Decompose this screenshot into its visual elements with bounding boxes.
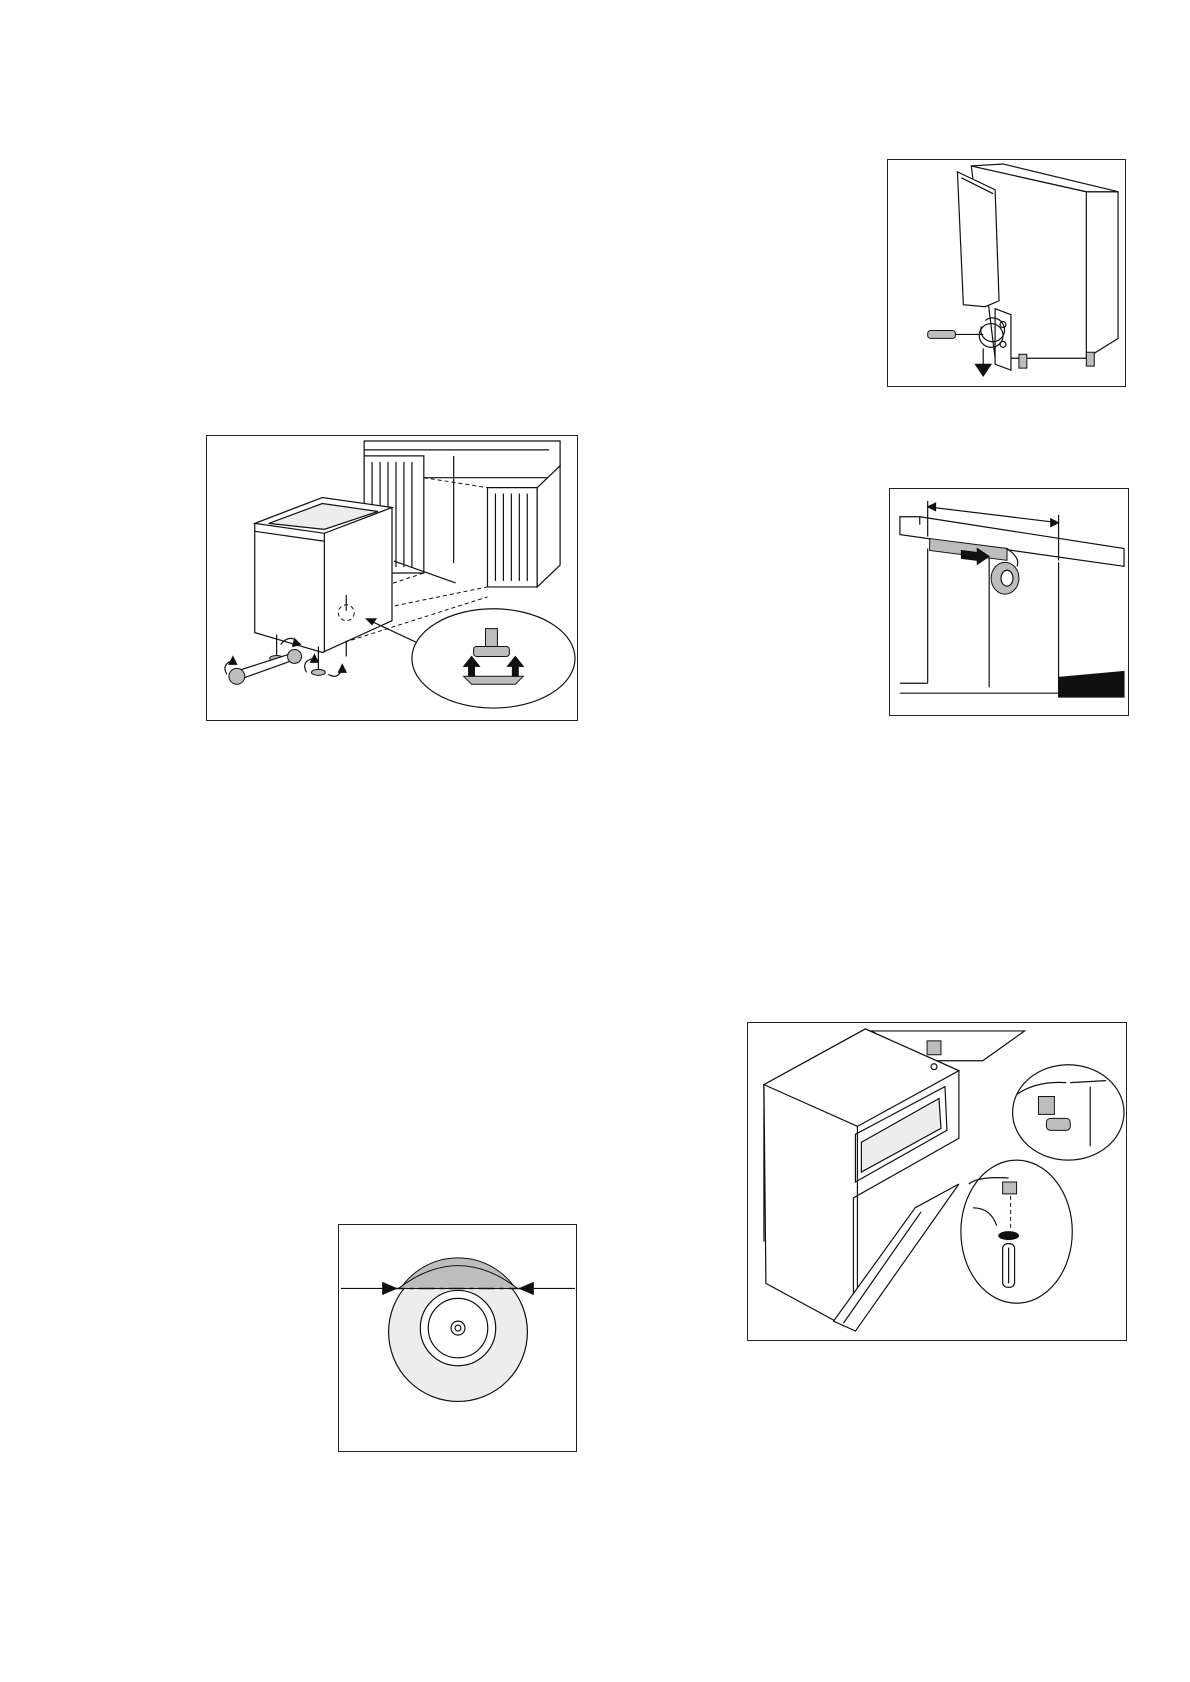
- figure-door-hinge-fixing: [747, 1022, 1127, 1341]
- figure-plinth-screw: [887, 159, 1126, 387]
- figure-hole-alignment: [338, 1224, 577, 1452]
- figure-leveling-feet: [206, 435, 578, 721]
- hole-alignment-circle-illustration-icon: [339, 1225, 576, 1451]
- dishwasher-plinth-screw-illustration-icon: [888, 160, 1125, 386]
- figure-condensation-strip: [889, 488, 1129, 716]
- condensation-strip-tape-illustration-icon: [890, 489, 1128, 715]
- door-hinge-fixing-illustration-icon: [748, 1023, 1126, 1340]
- dishwasher-leveling-feet-illustration-icon: [207, 436, 577, 720]
